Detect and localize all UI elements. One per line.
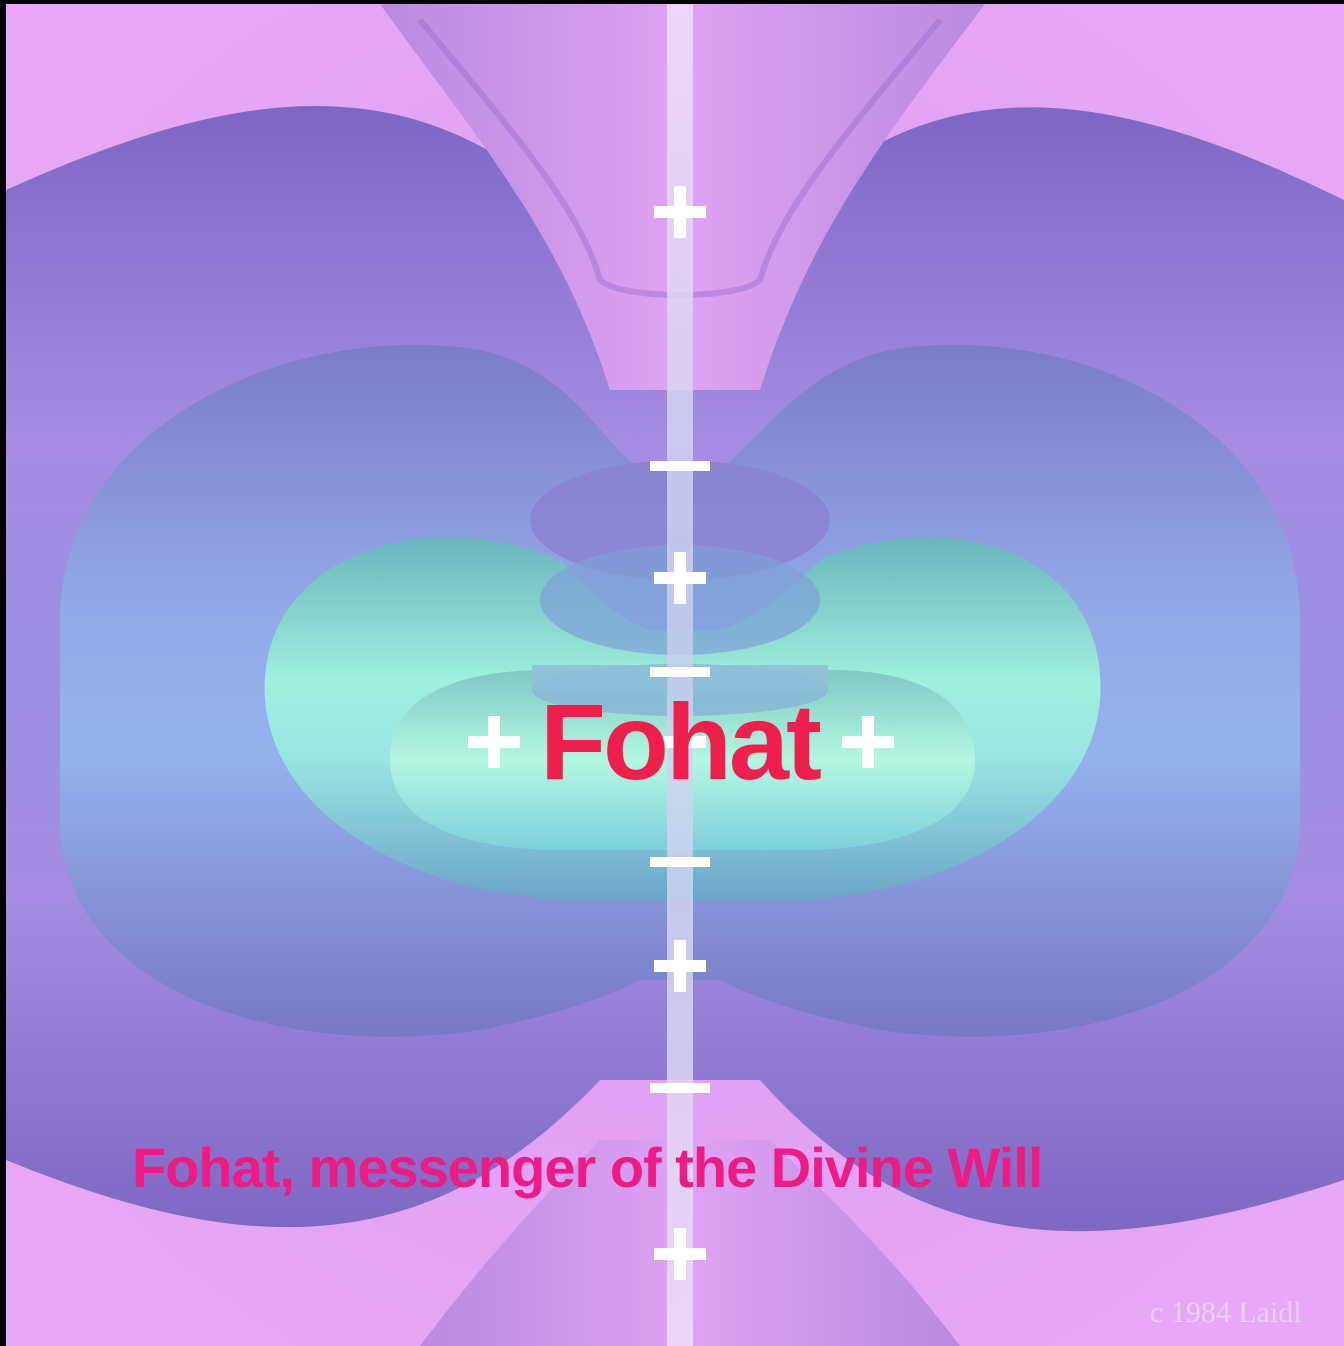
side-plus-mark: [842, 716, 894, 768]
plus-mark: [654, 1228, 706, 1280]
copyright-credit: c 1984 Laidl: [1150, 1298, 1302, 1328]
caption: Fohat, messenger of the Divine Will: [132, 1140, 1212, 1196]
side-plus-mark: [468, 716, 520, 768]
plus-mark: [654, 940, 706, 992]
fohat-label: Fohat: [540, 688, 830, 796]
plus-mark: [654, 552, 706, 604]
minus-mark: [650, 1083, 710, 1093]
plus-mark: [654, 186, 706, 238]
minus-mark: [650, 667, 710, 677]
minus-mark: [650, 461, 710, 471]
minus-mark: [650, 857, 710, 867]
